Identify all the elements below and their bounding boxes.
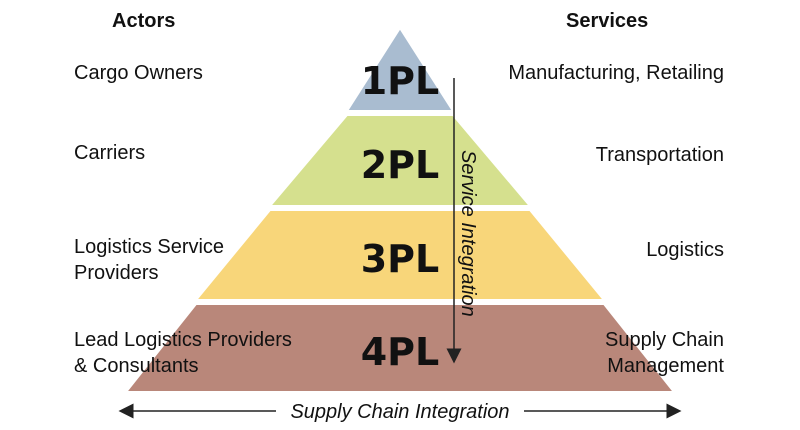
tier-3pl-shape (193, 209, 607, 301)
service-supply-chain-management: Supply Chain Management (605, 329, 724, 377)
actor-carriers: Carriers (74, 142, 146, 164)
tier-4pl-shape (123, 303, 677, 393)
tier-1pl-shape (345, 26, 455, 112)
tier-2pl-shape (267, 114, 533, 207)
tier-1pl-label: 1PL (361, 59, 440, 103)
supply-chain-integration-label: Supply Chain Integration (290, 401, 509, 423)
tier-4pl-label: 4PL (361, 330, 440, 374)
service-manufacturing-retailing: Manufacturing, Retailing (508, 62, 724, 84)
actor-logistics-service-providers: Logistics Service Providers (74, 236, 225, 284)
services-header: Services (566, 10, 649, 32)
service-integration-label: Service Integration (457, 150, 479, 317)
tier-3pl-label: 3PL (361, 237, 440, 281)
service-logistics: Logistics (646, 239, 724, 261)
actors-header: Actors (112, 10, 176, 32)
actor-lead-logistics-providers: Lead Logistics Providers & Consultants (74, 329, 292, 377)
service-transportation: Transportation (595, 144, 724, 166)
tier-2pl-label: 2PL (361, 143, 440, 187)
actor-cargo-owners: Cargo Owners (74, 62, 203, 84)
